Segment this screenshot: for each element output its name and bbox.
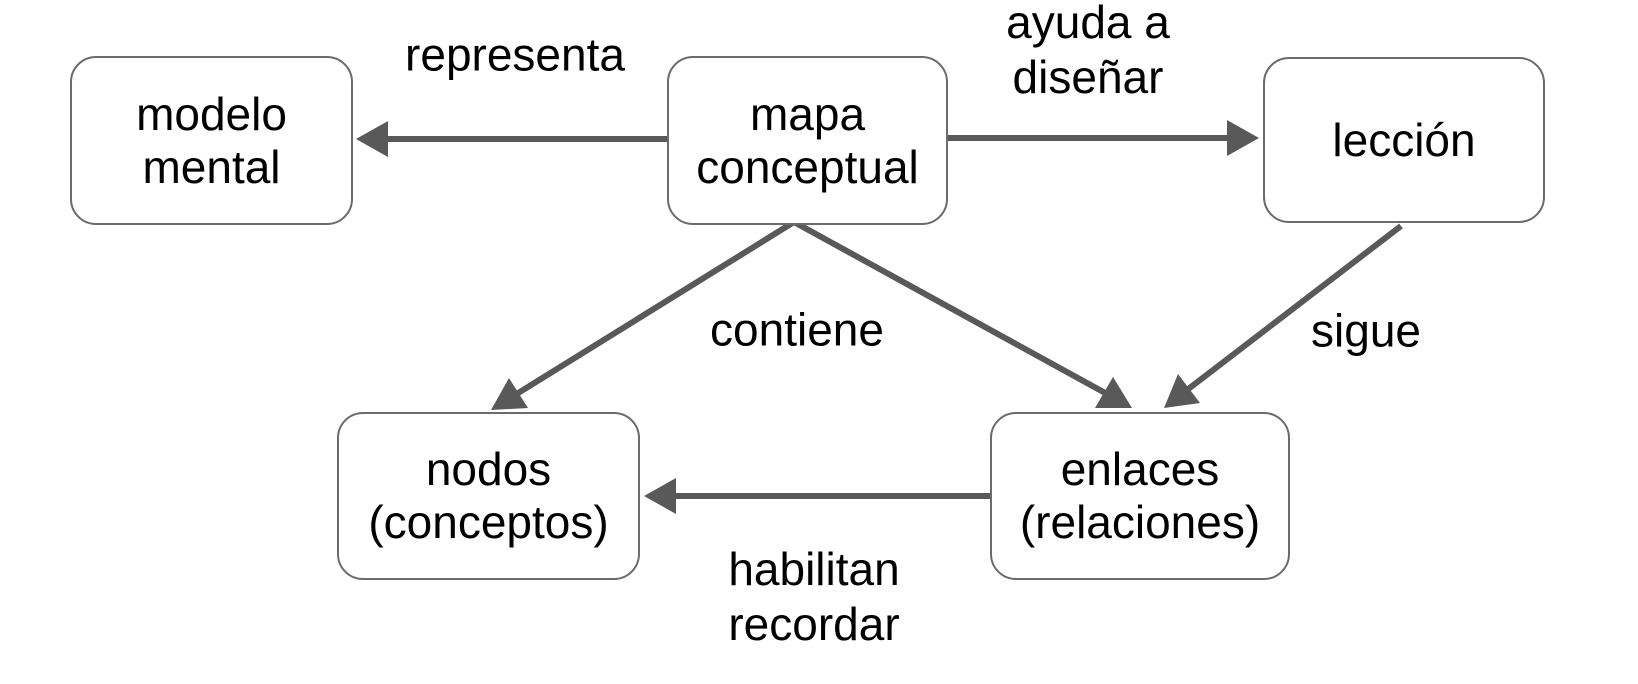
node-modelo-mental: modelo mental	[70, 56, 353, 225]
arrow-shaft	[792, 219, 1109, 397]
arrow-enlaces-to-nodos	[644, 478, 990, 514]
arrow-head-icon	[491, 378, 528, 410]
arrow-mapa-to-nodos	[491, 219, 796, 410]
edge-label-ayuda-a-disenar: ayuda a diseñar	[1006, 0, 1170, 103]
arrow-shaft	[1185, 223, 1403, 393]
node-mapa-conceptual: mapa conceptual	[667, 56, 948, 225]
arrow-head-icon	[1227, 120, 1259, 156]
node-nodos-conceptos: nodos (conceptos)	[337, 412, 640, 580]
node-enlaces-relaciones: enlaces (relaciones)	[990, 412, 1290, 580]
arrow-head-icon	[356, 121, 388, 157]
arrow-mapa-to-modelo	[356, 121, 667, 157]
arrow-head-icon	[1095, 377, 1132, 408]
arrow-mapa-to-leccion	[948, 120, 1259, 156]
edge-label-representa: representa	[405, 28, 625, 81]
edge-label-contiene: contiene	[710, 303, 884, 356]
arrow-head-icon	[1164, 374, 1200, 408]
edge-label-habilitan-recordar: habilitan recordar	[728, 543, 900, 650]
arrow-shaft	[513, 219, 796, 398]
edge-label-sigue: sigue	[1311, 304, 1421, 357]
arrow-leccion-to-enlaces	[1164, 223, 1403, 408]
arrow-head-icon	[644, 478, 676, 514]
node-leccion: lección	[1263, 57, 1545, 223]
arrow-mapa-to-enlaces	[792, 219, 1132, 408]
